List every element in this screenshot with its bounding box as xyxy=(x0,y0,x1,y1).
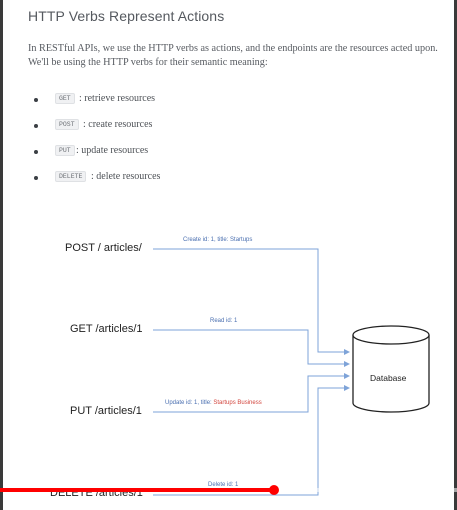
verb-code: DELETE xyxy=(55,171,87,182)
put-arrow-highlight: Startups Business xyxy=(213,400,262,406)
video-progress-fill xyxy=(0,488,275,492)
put-arrow-label: Update id: 1, title: Startups Business xyxy=(165,400,262,406)
lesson-page: HTTP Verbs Represent Actions In RESTful … xyxy=(3,0,454,510)
get-arrow xyxy=(153,329,347,365)
put-request-label: PUT /articles/1 xyxy=(70,405,142,417)
crud-diagram xyxy=(153,248,430,496)
bullet-icon xyxy=(34,150,38,154)
verb-code: PUT xyxy=(55,145,75,156)
delete-arrow-label: Delete id: 1 xyxy=(208,482,239,488)
put-arrow-text: Update id: 1, title: xyxy=(165,400,214,406)
post-request-label: POST / articles/ xyxy=(65,242,142,254)
get-arrow-label: Read id: 1 xyxy=(210,318,238,324)
verb-code: POST xyxy=(55,119,79,130)
page-title: HTTP Verbs Represent Actions xyxy=(28,8,225,24)
intro-line-2: We'll be using the HTTP verbs for their … xyxy=(28,57,268,68)
verb-description: : delete resources xyxy=(91,171,161,182)
database-icon xyxy=(352,325,430,413)
verb-description: : update resources xyxy=(76,145,149,156)
put-arrow xyxy=(153,375,347,413)
delete-arrow xyxy=(153,387,347,496)
verb-description: : retrieve resources xyxy=(79,93,156,104)
post-arrow xyxy=(153,248,347,353)
bullet-icon xyxy=(34,98,38,102)
video-progress-bar[interactable] xyxy=(0,485,457,495)
bullet-icon xyxy=(34,176,38,180)
video-scrubber-handle[interactable] xyxy=(269,485,280,495)
intro-line-1: In RESTful APIs, we use the HTTP verbs a… xyxy=(28,43,438,54)
verb-code: GET xyxy=(55,93,75,104)
post-arrow-label: Create id: 1, title: Startups xyxy=(183,237,253,243)
intro-paragraph: In RESTful APIs, we use the HTTP verbs a… xyxy=(28,42,454,70)
verb-description: : create resources xyxy=(83,119,153,130)
bullet-icon xyxy=(34,124,38,128)
get-request-label: GET /articles/1 xyxy=(70,323,143,335)
database-label: Database xyxy=(370,373,407,383)
